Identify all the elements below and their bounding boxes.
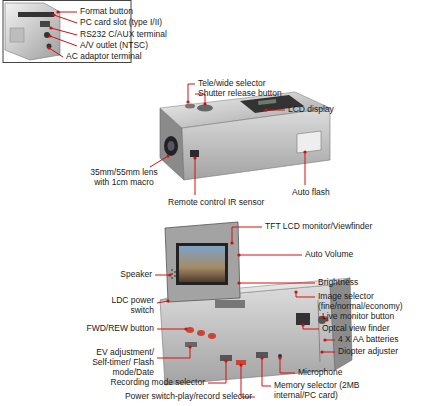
part-label: Power switch-play/record selector: [125, 391, 252, 401]
part-label-box: Brightness: [318, 278, 358, 288]
part-label: FWD/REW button: [86, 323, 154, 333]
part-label-box: Remote control IR sensor: [168, 198, 264, 208]
part-label: Recording mode selector: [111, 377, 206, 387]
part-label: Image selector (fine/normal/economy): [318, 291, 403, 311]
part-label-box: Speaker: [120, 270, 152, 280]
part-label-box: Auto Volume: [305, 250, 353, 260]
part-label-box: Power switch-play/record selector: [125, 392, 252, 402]
part-label-box: A/V outlet (NTSC): [80, 41, 148, 51]
part-label-box: RS232 C/AUX terminal: [80, 30, 167, 40]
part-label: EV adjustment/ Self-timer/ Flash mode/Da…: [92, 347, 154, 377]
part-label-box: Diopter adjuster: [338, 347, 398, 357]
part-label-box: Live monitor button: [322, 312, 394, 322]
part-label-box: Auto flash: [292, 188, 330, 198]
part-label: Format button: [80, 6, 133, 16]
part-label-box: Image selector (fine/normal/economy): [318, 292, 418, 312]
part-label: Remote control IR sensor: [168, 197, 264, 207]
part-label: Shutter release button: [198, 88, 282, 98]
part-label-box: FWD/REW button: [86, 324, 154, 334]
part-label: 35mm/55mm lens with 1cm macro: [90, 167, 158, 187]
part-label: A/V outlet (NTSC): [80, 40, 148, 50]
part-label-box: Shutter release button: [198, 89, 282, 99]
part-label: Microphone: [298, 367, 342, 377]
part-label-box: LCD display: [288, 105, 334, 115]
part-label: Tele/wide selector: [198, 78, 266, 88]
part-label: Live monitor button: [322, 311, 394, 321]
part-label: LCD display: [288, 104, 334, 114]
part-label-box: AC adaptor terminal: [66, 52, 142, 62]
part-label-box: Recording mode selector: [111, 378, 206, 388]
part-label-box: 35mm/55mm lens with 1cm macro: [88, 168, 160, 188]
part-label-box: 4 X AA batteries: [338, 335, 398, 345]
part-label-box: EV adjustment/ Self-timer/ Flash mode/Da…: [88, 348, 154, 377]
part-label: Diopter adjuster: [338, 346, 398, 356]
part-label: Speaker: [120, 269, 152, 279]
part-label: LDC power switch: [111, 295, 154, 315]
part-label: AC adaptor terminal: [66, 51, 142, 61]
part-label: PC card slot (type I/II): [80, 17, 162, 27]
part-label: Optcal view finder: [322, 323, 390, 333]
part-label: Memory selector (2MB internal/PC card): [274, 380, 360, 400]
part-label: RS232 C/AUX terminal: [80, 29, 167, 39]
leader-dots: [47, 10, 328, 366]
part-label-box: Format button: [80, 7, 133, 17]
part-label: 4 X AA batteries: [338, 334, 398, 344]
part-label: TFT LCD monitor/Viewfinder: [265, 221, 372, 231]
part-label: Auto Volume: [305, 249, 353, 259]
part-label-box: Memory selector (2MB internal/PC card): [274, 381, 379, 401]
part-label: Brightness: [318, 277, 358, 287]
part-label: Auto flash: [292, 187, 330, 197]
leader-lines: [49, 12, 335, 397]
part-label-box: PC card slot (type I/II): [80, 18, 162, 28]
part-label-box: Tele/wide selector: [198, 79, 266, 89]
part-label-box: Optcal view finder: [322, 324, 390, 334]
part-label-box: Microphone: [298, 368, 342, 378]
part-label-box: TFT LCD monitor/Viewfinder: [265, 222, 372, 232]
part-label-box: LDC power switch: [102, 296, 154, 316]
